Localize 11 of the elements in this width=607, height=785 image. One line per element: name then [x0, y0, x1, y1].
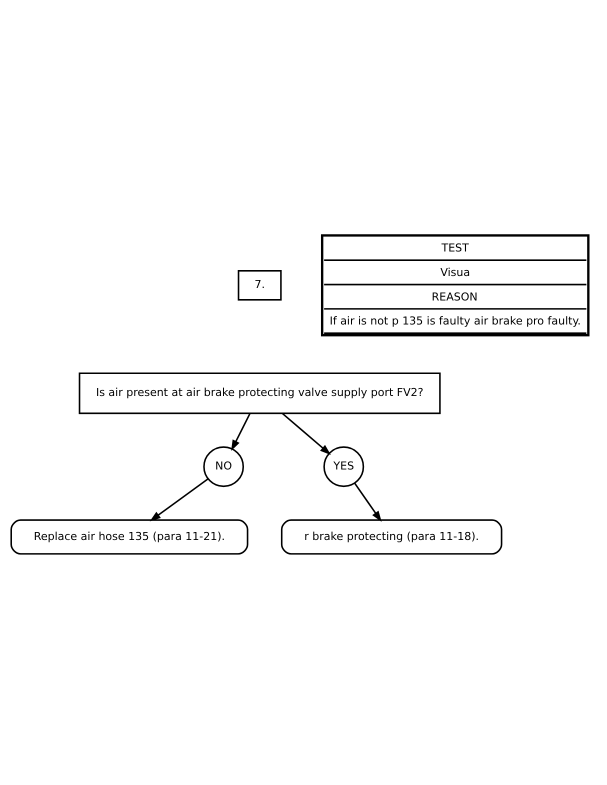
arrow	[354, 482, 382, 522]
node-circle: YES	[323, 446, 364, 488]
node-box: TEST Visua REASON If air is not p 135 is faulty air brake pro faulty.	[320, 234, 590, 336]
node-circle: NO	[203, 446, 244, 488]
arrow	[282, 412, 331, 455]
arrow	[231, 412, 251, 451]
node-box: Is air present at air brake protecting valve supply port FV2?	[78, 372, 441, 414]
arrow	[150, 478, 208, 522]
node-box: r brake protecting (para 11-18).	[280, 519, 502, 555]
node-box: Replace air hose 135 (para 11-21).	[10, 519, 248, 555]
node-box: 7.	[238, 270, 282, 301]
